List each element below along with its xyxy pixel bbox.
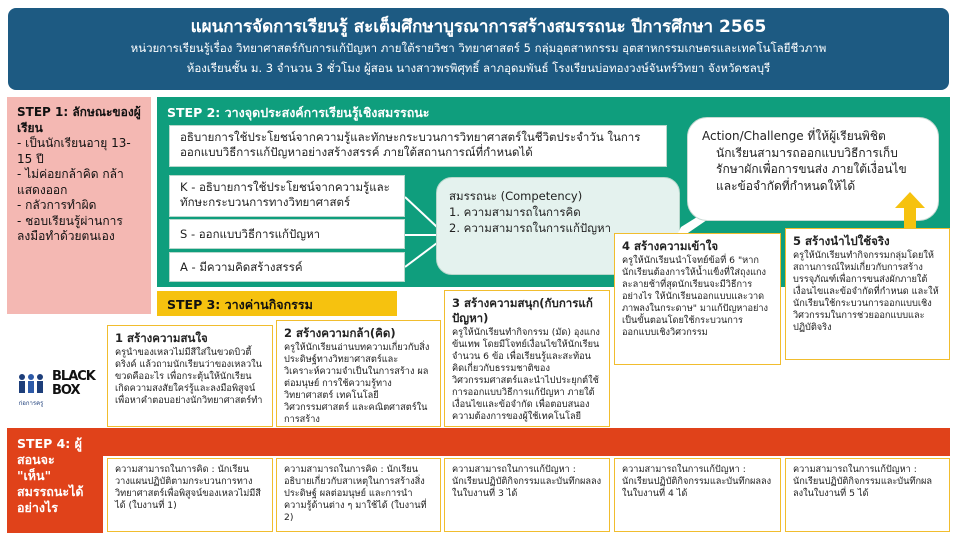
evidence-card-1: ความสามารถในการคิด : นักเรียนวางแผนปฏิบั… [107, 458, 273, 532]
activity-text: ครูให้นักเรียนนำโจทย์ข้อที่ 6 "หากนักเรี… [622, 255, 769, 338]
competency-item: 2. ความสามารถในการแก้ปัญหา [449, 221, 612, 235]
activity-text: ครูนำของเหลวไม่มีสีใส่ในขวดบิวตี้ดริงค์ … [115, 347, 263, 406]
page-title: แผนการจัดการเรียนรู้ สะเต็มศึกษาบูรณาการ… [190, 17, 767, 37]
step1-item: - กลัวการทำผิด [17, 198, 97, 212]
step1-item: - เป็นนักเรียนอายุ 13-15 ปี [17, 136, 131, 166]
activity-text: ครูให้นักเรียนทำกิจกรรม (มัด) อุงแกงข้นเ… [452, 327, 600, 422]
activity-text: ครูให้นักเรียนอ่านบทความเกี่ยวกับสิ่งประ… [284, 342, 430, 425]
step4-bar [103, 428, 950, 456]
evidence-card-2: ความสามารถในการคิด : นักเรียนอธิบายเกี่ย… [276, 458, 441, 532]
objective-s-box: S - ออกแบบวิธีการแก้ปัญหา [169, 219, 405, 249]
step3-title: STEP 3: วางค่านกิจกรรม [157, 291, 397, 316]
activity-card-5: 5 สร้างนำไปใช้จริง ครูให้นักเรียนทำกิจกร… [785, 228, 950, 360]
header-subtitle-line1: หน่วยการเรียนรู้เรื่อง วิทยาศาสตร์กับการ… [130, 41, 827, 55]
evidence-card-5: ความสามารถในการแก้ปัญหา : นักเรียนปฏิบัต… [785, 458, 950, 532]
activity-title: 5 สร้างนำไปใช้จริง [793, 234, 890, 248]
step1-learner-panel: STEP 1: ลักษณะของผู้เรียน - เป็นนักเรียน… [7, 97, 151, 314]
step4-title: STEP 4: ผู้สอนจะ "เห็น" สมรรถนะได้อย่างไ… [7, 428, 103, 533]
action-text: นักเรียนสามารถออกแบบวิธีการเก็บรักษาผักเ… [716, 145, 907, 193]
activity-title: 2 สร้างความกล้า(คิด) [284, 326, 396, 340]
activity-title: 1 สร้างความสนใจ [115, 331, 208, 345]
people-icon [19, 374, 43, 393]
evidence-card-4: ความสามารถในการแก้ปัญหา : นักเรียนปฏิบัต… [614, 458, 781, 532]
arrow-up-icon [895, 192, 925, 228]
kokarnkru-logo-text: ก่อการครู [18, 400, 44, 407]
header-banner: แผนการจัดการเรียนรู้ สะเต็มศึกษาบูรณาการ… [8, 8, 949, 90]
header-subtitle-line2: ห้องเรียนชั้น ม. 3 จำนวน 3 ชั่วโมง ผู้สอ… [186, 61, 771, 75]
action-challenge-box: Action/Challenge ที่ให้ผู้เรียนพิชิต นัก… [687, 117, 939, 221]
step1-title: STEP 1: ลักษณะของผู้เรียน [17, 105, 141, 135]
step1-item: - ชอบเรียนรู้ผ่านการลงมือทำด้วยตนเอง [17, 213, 123, 244]
step2-title: STEP 2: วางจุดประสงค์การเรียนรู้เชิงสมรร… [167, 105, 430, 120]
action-title: Action/Challenge ที่ให้ผู้เรียนพิชิต [702, 129, 886, 143]
activity-title: 4 สร้างความเข้าใจ [622, 239, 719, 253]
connector-arrows [405, 196, 438, 268]
competency-item: 1. ความสามารถในการคิด [449, 205, 581, 219]
activity-card-3: 3 สร้างความสนุก(กับการแก้ปัญหา) ครูให้นั… [444, 290, 610, 427]
activity-card-4: 4 สร้างความเข้าใจ ครูให้นักเรียนนำโจทย์ข… [614, 233, 781, 365]
evidence-card-3: ความสามารถในการแก้ปัญหา : นักเรียนปฏิบัต… [444, 458, 610, 532]
objective-k-box: K - อธิบายการใช้ประโยชน์จากความรู้และทัก… [169, 175, 405, 217]
activity-card-2: 2 สร้างความกล้า(คิด) ครูให้นักเรียนอ่านบ… [276, 320, 441, 427]
objective-a-box: A - มีความคิดสร้างสรรค์ [169, 252, 405, 282]
competency-title: สมรรถนะ (Competency) [449, 189, 583, 203]
step1-item: - ไม่ค่อยกล้าคิด กล้าแสดงออก [17, 167, 124, 197]
activity-text: ครูให้นักเรียนทำกิจกรรมกลุ่มโดยให้สถานกา… [793, 250, 939, 333]
kokarnkru-logo: ก่อการครู [14, 372, 48, 407]
activity-card-1: 1 สร้างความสนใจ ครูนำของเหลวไม่มีสีใส่ใน… [107, 325, 273, 427]
activity-title: 3 สร้างความสนุก(กับการแก้ปัญหา) [452, 296, 593, 325]
blackbox-logo: BLACK BOX [52, 369, 96, 398]
objective-box: อธิบายการใช้ประโยชน์จากความรู้และทักษะกร… [169, 125, 667, 167]
